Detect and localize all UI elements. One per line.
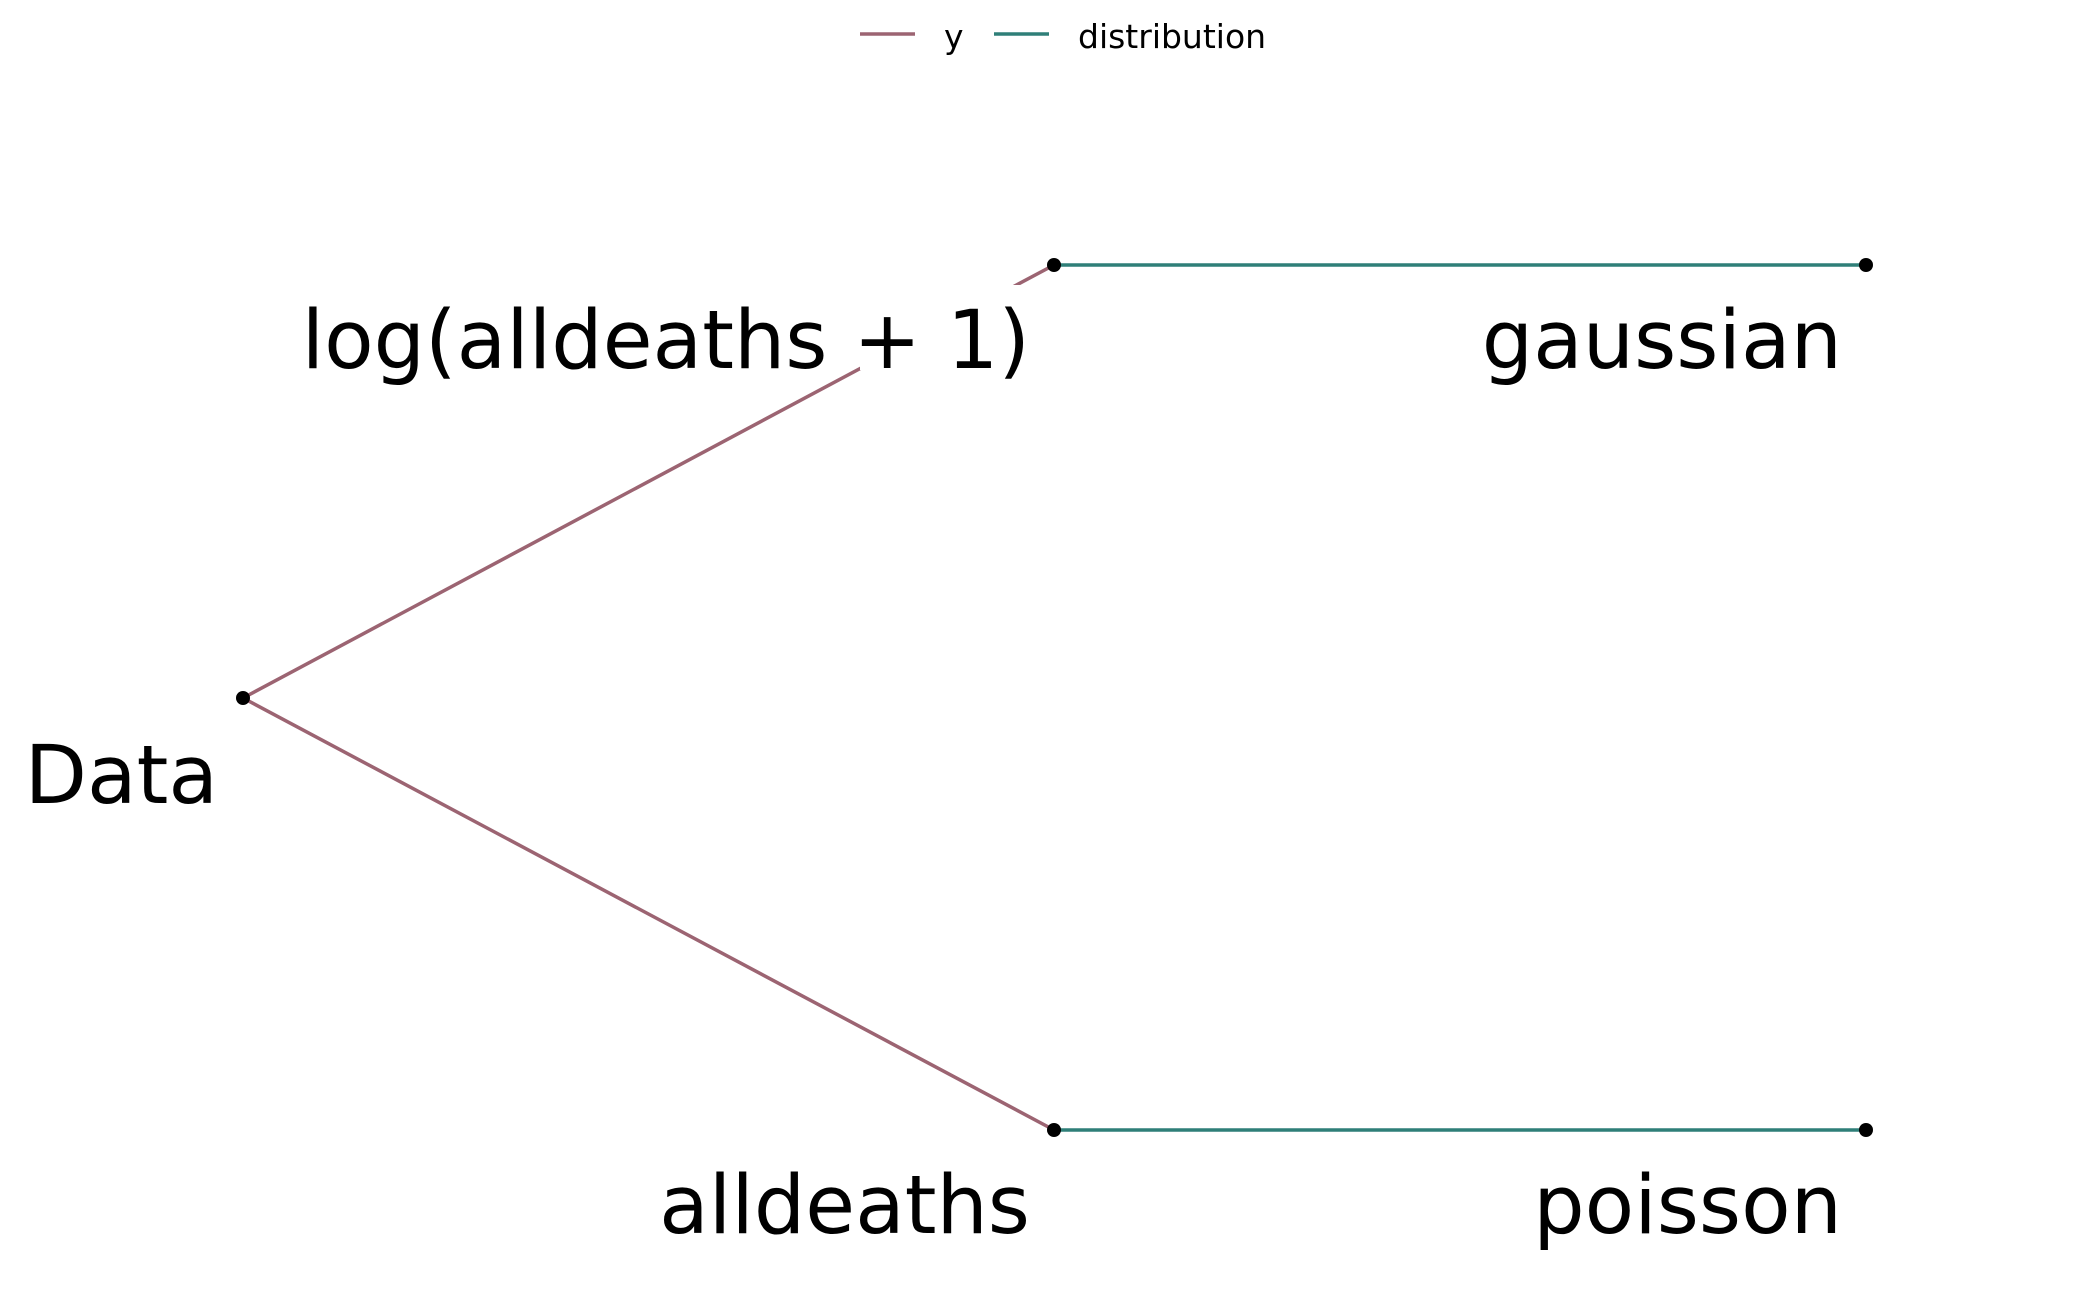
legend-label-y: y: [944, 17, 964, 56]
legend: y distribution: [860, 17, 1266, 56]
node-label-alldeaths: alldeaths: [659, 1159, 1030, 1253]
edge-data-to-alldeaths: [241, 696, 1056, 1132]
nodes: [236, 258, 1873, 1137]
node-label-poisson: poisson: [1533, 1159, 1842, 1253]
node-dot-data: [236, 691, 250, 705]
node-dot-gaussian: [1859, 258, 1873, 272]
edges: [241, 263, 1868, 1132]
node-label-gaussian: gaussian: [1482, 294, 1842, 388]
node-labels: Data log(alldeaths + 1) alldeaths gaussi…: [25, 294, 1842, 1253]
node-label-data: Data: [25, 729, 218, 823]
node-label-log-alldeaths: log(alldeaths + 1): [302, 294, 1030, 388]
label-mask-log-alldeaths: [860, 285, 1030, 370]
node-dot-alldeaths: [1047, 1123, 1061, 1137]
legend-label-distribution: distribution: [1078, 17, 1266, 56]
node-dot-poisson: [1859, 1123, 1873, 1137]
label-masks: [860, 285, 1030, 370]
node-dot-log-alldeaths: [1047, 258, 1061, 272]
